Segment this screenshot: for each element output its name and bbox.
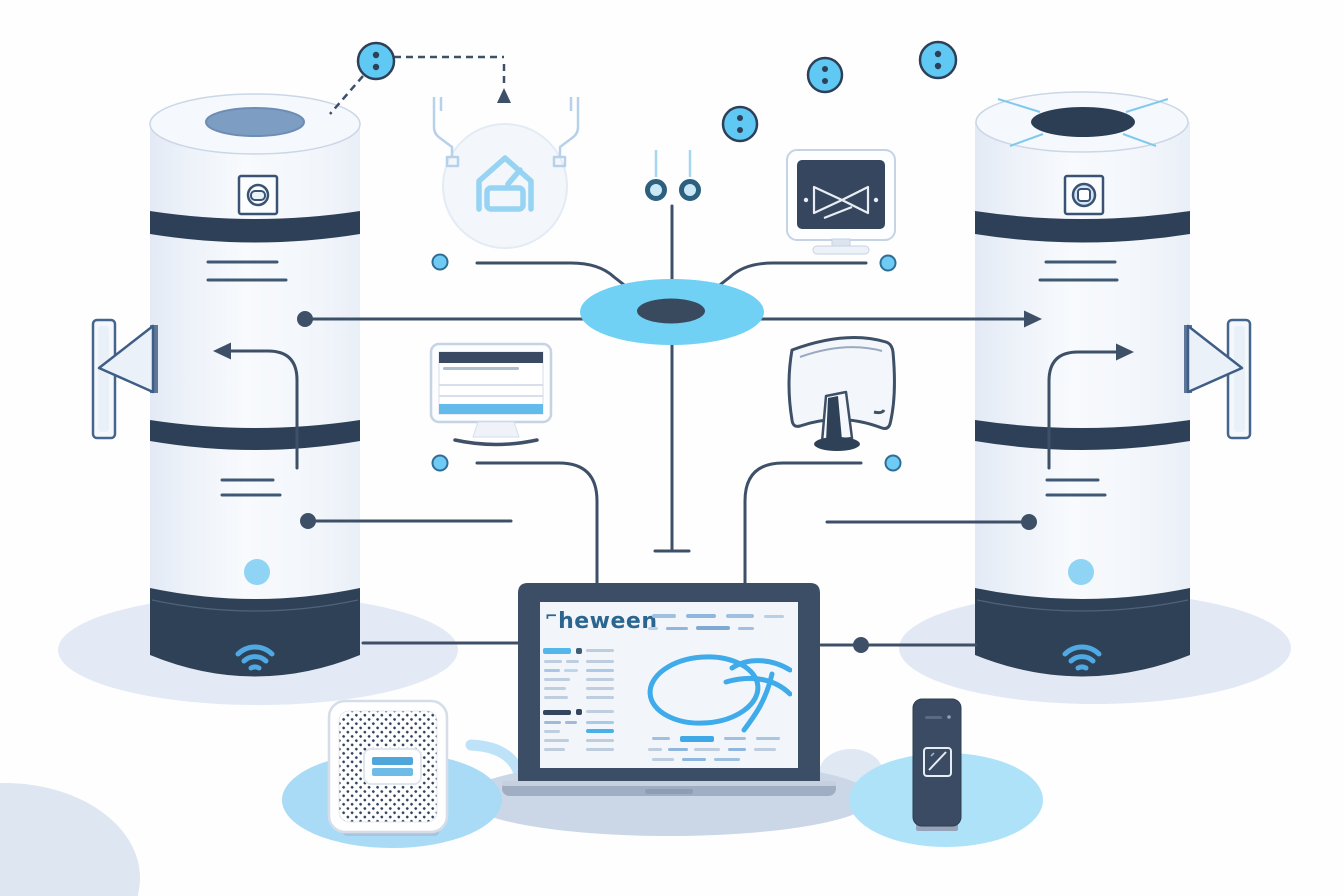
tower-detail-lines	[206, 260, 288, 497]
line-markers	[213, 310, 1134, 653]
hub-center	[637, 298, 705, 324]
colon-dot-nodes	[356, 40, 958, 143]
arrowhead-right-icon	[1024, 310, 1042, 328]
desktop-monitor	[429, 342, 553, 447]
colon-dot-node-icon	[806, 56, 844, 94]
wifi-arcs-icon	[235, 644, 275, 671]
speaker-label	[363, 748, 422, 785]
speaker-horn	[97, 324, 155, 394]
hub-node	[580, 279, 764, 345]
screen-scribble-chart	[646, 640, 793, 740]
status-dot	[244, 559, 270, 585]
dashed-links	[329, 55, 506, 115]
browser-titlebar	[439, 352, 543, 363]
browser-footer-bar	[439, 404, 543, 414]
mount-clips	[432, 97, 580, 168]
left-mid-curve	[227, 349, 299, 470]
corner-blob	[0, 783, 140, 896]
right-laptop-curve	[743, 461, 863, 586]
left-laptop-curve	[475, 461, 599, 586]
smart-home-node	[442, 123, 568, 249]
smart-home-icon	[476, 155, 534, 212]
colon-dot-node-icon	[721, 105, 759, 143]
laptop-logo: ⌐heween	[545, 607, 658, 634]
arrowhead-right-icon	[1116, 343, 1134, 361]
tower-base	[150, 588, 360, 677]
top-seams	[997, 98, 1169, 147]
diagonal-checkbox-icon	[923, 747, 952, 777]
tower-base	[975, 588, 1190, 677]
wifi-arcs-icon	[1062, 644, 1102, 671]
base-seam	[151, 599, 359, 612]
monitor-bowtie	[786, 149, 896, 255]
base-seam	[976, 599, 1189, 612]
tower-band	[150, 420, 360, 450]
left-clip-icon	[432, 97, 454, 157]
left-wall-mount	[91, 318, 158, 440]
colon-dot-node-icon	[356, 41, 396, 81]
tower-band	[975, 420, 1190, 450]
small-status-dots	[431, 253, 902, 472]
left-upper-curve	[475, 261, 643, 300]
left-smart-tower	[149, 93, 361, 677]
curved-display	[787, 336, 896, 451]
connector-pins	[645, 150, 701, 201]
tower-band	[975, 211, 1190, 243]
arrowhead-up-icon	[497, 88, 511, 103]
right-upper-curve	[701, 261, 868, 300]
monitor-bowtie-icon	[812, 185, 870, 220]
tower-top-ring	[205, 107, 305, 137]
connection-lines	[227, 204, 1120, 647]
laptop-screen-content: ⌐heween	[540, 602, 798, 768]
colon-dot-node-icon	[918, 40, 958, 80]
camera-badge-icon	[237, 174, 279, 216]
phone-tower	[912, 698, 962, 831]
right-mid-curve	[1047, 350, 1120, 470]
pin-node-icon	[645, 179, 667, 201]
status-dot	[1068, 559, 1094, 585]
speaker-horn	[1186, 324, 1244, 394]
curved-display-back-icon	[787, 336, 896, 430]
logo-text: heween	[558, 609, 658, 634]
logo-mark: ⌐	[545, 607, 559, 625]
mesh-speaker	[327, 699, 449, 836]
right-smart-tower	[975, 91, 1190, 677]
scribble-chart-icon	[647, 654, 793, 733]
tower-band	[150, 211, 360, 243]
right-clip-icon	[558, 97, 580, 157]
webcam-badge-icon	[1063, 174, 1105, 216]
arrowhead-left-icon	[213, 342, 231, 360]
right-wall-mount	[1184, 318, 1252, 440]
tower-detail-lines	[1038, 260, 1119, 497]
display-base	[814, 437, 860, 451]
pin-node-icon	[679, 179, 701, 201]
tower-top-ring	[1031, 107, 1135, 137]
